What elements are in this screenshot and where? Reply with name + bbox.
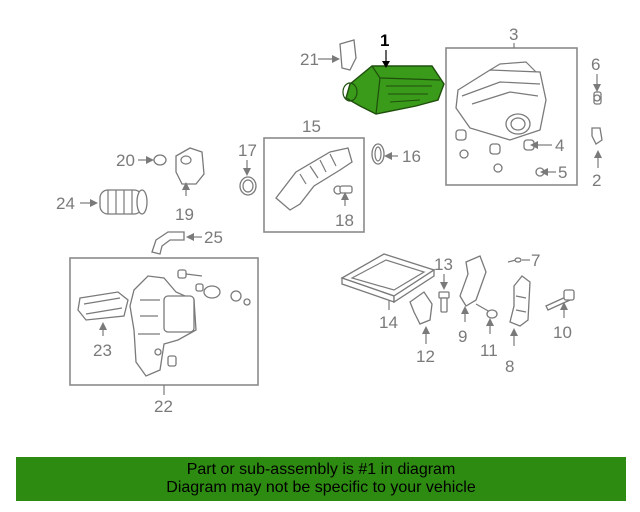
part-18-sensor[interactable] (333, 185, 353, 195)
callout-25: 25 (204, 228, 223, 247)
part-14-air-filter[interactable] (340, 253, 436, 304)
grommet-group (455, 129, 545, 177)
part-7-clip[interactable] (507, 257, 522, 263)
callout-3: 3 (509, 25, 518, 44)
part-11-bolt[interactable] (475, 303, 498, 319)
banner-line-1: Part or sub-assembly is #1 in diagram (186, 461, 456, 478)
callout-14: 14 (379, 313, 398, 332)
part-1-air-cleaner-cover[interactable] (342, 65, 445, 115)
part-13-bolt[interactable] (438, 291, 450, 313)
callout-1: 1 (380, 31, 389, 50)
part-9-stay[interactable] (459, 255, 487, 307)
group-box-15 (263, 137, 365, 233)
callout-9: 9 (458, 327, 467, 346)
callout-19: 19 (175, 205, 194, 224)
callout-16: 16 (402, 147, 421, 166)
callout-4: 4 (555, 136, 564, 155)
callout-13: 13 (434, 255, 453, 274)
part-15-intake-tube[interactable] (275, 147, 353, 211)
callout-6: 6 (591, 55, 600, 74)
parts-diagram: 1 21 3 4 5 6 2 1 (56, 25, 603, 416)
callout-11: 11 (480, 341, 498, 360)
callout-17: 17 (238, 141, 257, 160)
callout-8: 8 (505, 357, 514, 376)
banner-line-2: Diagram may not be specific to your vehi… (166, 479, 476, 496)
callout-10: 10 (553, 323, 572, 342)
part-25-hose[interactable] (151, 231, 185, 255)
part-8-bracket[interactable] (509, 275, 531, 327)
callout-15: 15 (302, 117, 321, 136)
part-2-clip[interactable] (591, 127, 603, 145)
part-23-inlet-duct[interactable] (77, 291, 129, 321)
part-6-bolt[interactable] (593, 91, 602, 105)
callout-12: 12 (416, 347, 435, 366)
callout-2: 2 (592, 171, 601, 190)
callout-7: 7 (531, 251, 540, 270)
group-box-3 (445, 47, 578, 186)
part-24-flex-duct[interactable] (99, 189, 148, 215)
part-21-air-duct[interactable] (339, 39, 357, 71)
callout-24: 24 (56, 194, 75, 213)
part-22-intake-assembly[interactable] (129, 275, 197, 377)
part-16-clamp[interactable] (371, 143, 385, 165)
part-19-resonator[interactable] (175, 147, 205, 185)
callout-5: 5 (558, 163, 567, 182)
part-12-bracket[interactable] (409, 291, 433, 325)
part-3-air-cleaner-case[interactable] (455, 61, 547, 141)
callout-23: 23 (93, 341, 112, 360)
callout-20: 20 (116, 151, 135, 170)
callout-18: 18 (335, 211, 354, 230)
part-20-grommet[interactable] (153, 154, 167, 166)
part-17-clamp[interactable] (239, 176, 257, 196)
callout-22: 22 (154, 397, 173, 416)
info-banner: Part or sub-assembly is #1 in diagram Di… (16, 457, 626, 501)
callout-21: 21 (300, 50, 319, 69)
part-10-bolt[interactable] (545, 289, 575, 311)
hardware-group (177, 269, 251, 306)
